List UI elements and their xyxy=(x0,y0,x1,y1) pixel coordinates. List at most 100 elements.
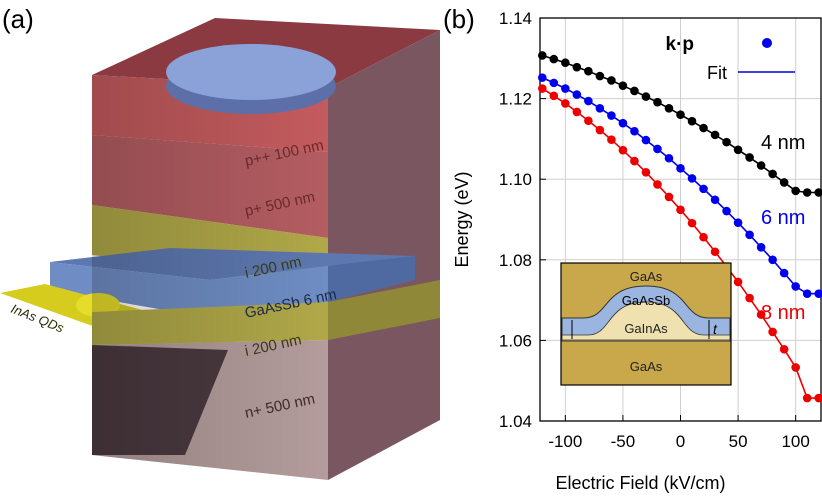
data-point-series-0 xyxy=(664,103,674,113)
data-point-series-1 xyxy=(710,195,720,205)
data-point-series-1 xyxy=(664,153,674,163)
data-point-series-0 xyxy=(584,66,593,76)
x-tick-label: 50 xyxy=(729,432,748,451)
data-point-series-2 xyxy=(676,205,685,215)
inset-gainas-dot xyxy=(561,301,731,342)
inset-thickness-label: t xyxy=(713,321,718,337)
data-point-series-1 xyxy=(745,230,754,240)
data-point-series-0 xyxy=(745,153,754,162)
x-tick-label: -100 xyxy=(548,432,582,451)
data-point-series-2 xyxy=(791,363,800,372)
data-point-series-1 xyxy=(756,243,766,252)
layer-gaassb-right xyxy=(328,256,415,302)
data-point-series-1 xyxy=(699,184,708,194)
legend-fit-label: Fit xyxy=(707,63,727,83)
inset-cap-label: GaAsSb xyxy=(622,293,670,308)
data-point-series-0 xyxy=(618,81,628,91)
data-point-series-1 xyxy=(595,103,605,113)
legend-kp-marker xyxy=(762,38,772,48)
inset-dot-label: GaInAs xyxy=(624,321,668,336)
y-tick-label: 1.14 xyxy=(499,9,532,28)
data-point-series-0 xyxy=(699,123,708,133)
data-point-series-0 xyxy=(538,51,547,60)
data-point-series-1 xyxy=(676,164,685,173)
data-point-series-2 xyxy=(584,116,593,126)
data-point-series-1 xyxy=(572,90,582,99)
data-point-series-1 xyxy=(791,282,800,291)
x-tick-label: 0 xyxy=(676,432,685,451)
data-point-series-1 xyxy=(687,174,697,183)
data-point-series-1 xyxy=(641,135,651,145)
data-point-series-0 xyxy=(630,86,639,96)
data-point-series-2 xyxy=(768,327,777,337)
layer-i-bottom-side xyxy=(328,280,440,340)
data-point-series-0 xyxy=(802,188,812,197)
data-point-series-1 xyxy=(722,206,731,216)
x-axis-label: Electric Field (kV/cm) xyxy=(555,473,725,493)
data-point-series-2 xyxy=(595,125,605,135)
contact-disc-top xyxy=(166,44,336,100)
data-point-series-1 xyxy=(733,218,743,228)
data-point-series-2 xyxy=(814,393,822,403)
data-point-series-1 xyxy=(802,289,812,298)
data-point-series-0 xyxy=(722,137,731,147)
data-point-series-2 xyxy=(641,168,651,177)
data-point-series-0 xyxy=(791,186,800,196)
data-point-series-0 xyxy=(814,188,822,197)
curve-label-6nm: 6 nm xyxy=(761,207,805,229)
curve-label-8nm: 8 nm xyxy=(761,302,805,324)
data-point-series-1 xyxy=(630,126,639,136)
data-point-series-2 xyxy=(745,293,754,303)
inset-schematic: GaAs GaAsSb GaInAs GaAs t xyxy=(560,262,732,386)
legend-kp-label: k·p xyxy=(666,34,695,55)
y-tick-label: 1.10 xyxy=(499,170,532,189)
data-point-series-2 xyxy=(538,84,547,93)
data-point-series-0 xyxy=(653,97,662,107)
data-point-series-1 xyxy=(549,78,559,88)
data-point-series-1 xyxy=(538,73,547,82)
data-point-series-0 xyxy=(607,76,616,85)
data-point-series-0 xyxy=(733,145,743,155)
data-point-series-0 xyxy=(641,92,651,101)
data-point-series-2 xyxy=(710,247,720,257)
device-stack-illustration: (a) p++ 100 nm p+ 500 nm i 200 nm GaAsSb… xyxy=(0,4,440,480)
inset-top-label: GaAs xyxy=(630,269,663,284)
panel-b-label: (b) xyxy=(443,4,475,34)
panel-a-label: (a) xyxy=(2,4,34,34)
y-tick-label: 1.12 xyxy=(499,90,532,109)
data-point-series-1 xyxy=(779,268,789,278)
inset-bottom-label: GaAs xyxy=(630,359,663,374)
data-point-series-2 xyxy=(699,232,708,242)
y-axis-label: Energy (eV) xyxy=(452,171,472,267)
data-point-series-0 xyxy=(687,116,697,126)
data-point-series-0 xyxy=(561,58,570,68)
data-point-series-2 xyxy=(618,145,628,155)
data-point-series-2 xyxy=(561,99,570,108)
data-point-series-0 xyxy=(779,178,789,187)
y-tick-label: 1.04 xyxy=(499,412,532,431)
data-point-series-2 xyxy=(756,310,766,319)
data-point-series-0 xyxy=(710,130,720,140)
data-point-series-2 xyxy=(733,277,743,287)
data-point-series-2 xyxy=(549,91,559,101)
data-point-series-2 xyxy=(687,218,697,228)
data-point-series-1 xyxy=(607,111,616,120)
data-point-series-2 xyxy=(630,156,639,166)
data-point-series-0 xyxy=(676,110,685,120)
data-point-series-2 xyxy=(779,344,789,354)
data-point-series-0 xyxy=(549,54,559,64)
data-point-series-1 xyxy=(584,96,593,106)
data-point-series-1 xyxy=(814,289,822,298)
data-point-series-2 xyxy=(607,135,616,145)
front-shade xyxy=(92,75,328,480)
x-tick-label: 100 xyxy=(781,432,809,451)
data-point-series-2 xyxy=(653,180,662,189)
data-point-series-2 xyxy=(572,107,582,117)
x-tick-label: -50 xyxy=(611,432,636,451)
data-point-series-1 xyxy=(768,255,777,265)
data-point-series-0 xyxy=(756,161,766,170)
data-point-series-0 xyxy=(595,71,605,81)
data-point-series-1 xyxy=(618,118,628,128)
